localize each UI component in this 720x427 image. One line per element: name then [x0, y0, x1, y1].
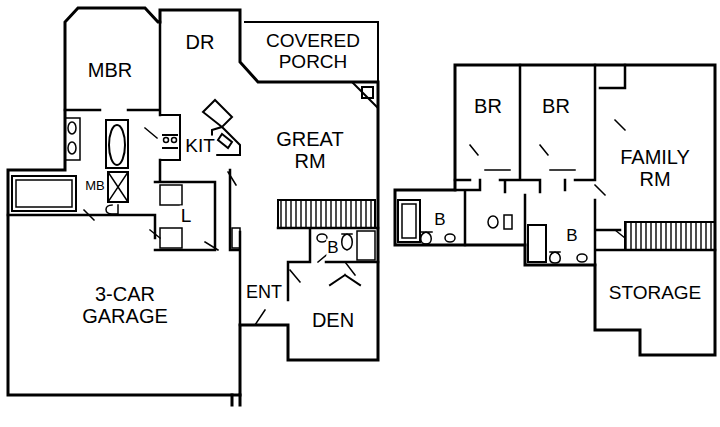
- interior-wall: [455, 65, 715, 265]
- room-label: MBR: [87, 59, 133, 81]
- room-label: BR: [541, 95, 571, 117]
- room-label: FAMILY RM: [607, 146, 704, 190]
- garage-stub: [232, 395, 240, 405]
- vanity: [65, 118, 80, 160]
- fireplace: [352, 82, 378, 108]
- room-label: DR: [185, 31, 216, 53]
- bathtub: [12, 176, 76, 211]
- room-label: B: [433, 211, 446, 230]
- room-label: B: [565, 227, 578, 246]
- shower-x: [108, 172, 128, 202]
- room-label: 3-CAR GARAGE: [74, 283, 176, 327]
- stairs: [625, 222, 715, 250]
- range-burner: [172, 138, 177, 143]
- room-label: L: [180, 206, 193, 227]
- interior-wall: [8, 22, 378, 325]
- sink: [577, 254, 587, 262]
- closet: [485, 169, 575, 171]
- room-label: B: [326, 239, 339, 258]
- room-label: MB: [84, 179, 106, 193]
- stairs: [278, 200, 375, 228]
- bathtub: [109, 125, 125, 165]
- bathtub: [398, 200, 420, 242]
- room-label: ENT: [245, 283, 283, 303]
- tub: [357, 231, 375, 260]
- den-wall: [330, 275, 360, 285]
- tub-surround: [106, 120, 128, 168]
- sink: [68, 142, 76, 154]
- washer: [160, 185, 182, 205]
- outer-wall: [8, 8, 378, 395]
- room-label: BR: [473, 95, 503, 117]
- range-burner: [164, 138, 169, 143]
- bathtub-inner: [402, 204, 416, 238]
- room-label: COVERED PORCH: [260, 31, 367, 73]
- outer-wall: [395, 65, 715, 355]
- bathtub: [528, 225, 546, 262]
- dryer: [160, 228, 182, 248]
- sink: [68, 122, 76, 134]
- room-label: STORAGE: [608, 283, 703, 304]
- bathtub-inner: [16, 180, 72, 207]
- toilet: [342, 234, 353, 250]
- room-label: DEN: [311, 309, 355, 331]
- porch-outline: [245, 22, 378, 82]
- toilet: [106, 205, 118, 215]
- toilet: [550, 252, 561, 263]
- sink: [445, 234, 455, 242]
- room-label: GREAT RM: [269, 128, 351, 172]
- toilet: [420, 232, 432, 244]
- closet: [232, 228, 240, 248]
- sink: [488, 216, 498, 228]
- toilet-tank: [504, 215, 512, 229]
- kitchen-counter: [160, 115, 180, 160]
- room-label: KIT: [184, 136, 216, 157]
- shower: [108, 172, 128, 202]
